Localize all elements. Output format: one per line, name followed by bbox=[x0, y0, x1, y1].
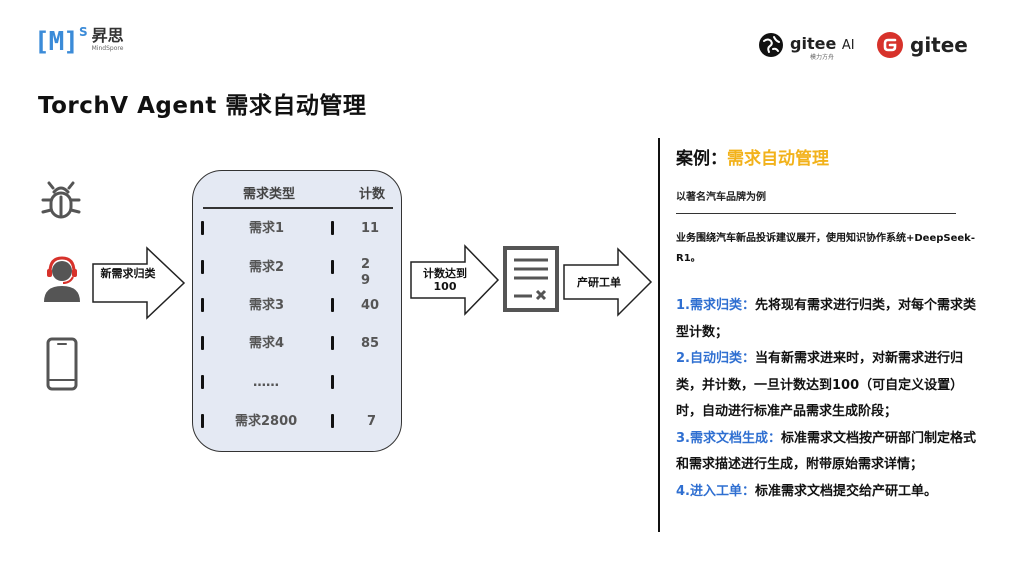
gitee-ai-logo: gitee AI 模力方舟 bbox=[758, 32, 855, 61]
row-type: 需求2 bbox=[249, 260, 285, 275]
row-count: 85 bbox=[361, 336, 380, 351]
gitee-word: gitee bbox=[910, 33, 968, 57]
case-title: 案例：需求自动管理 bbox=[676, 144, 829, 169]
gitee-ai-word: gitee AI bbox=[790, 34, 855, 54]
mindspore-cn-name: 昇思 bbox=[91, 26, 124, 45]
mobile-phone-icon bbox=[46, 337, 78, 391]
arrow-ticket bbox=[563, 247, 653, 317]
row-type: 需求3 bbox=[249, 298, 285, 313]
step-item: 4.进入工单：标准需求文档提交给产研工单。 bbox=[676, 479, 976, 506]
row-count: 7 bbox=[367, 414, 377, 429]
arrow-threshold-label: 计数达到100 bbox=[423, 267, 467, 293]
step-key: 1.需求归类： bbox=[676, 298, 755, 313]
gitee-logo: gitee bbox=[876, 31, 968, 59]
row-count: 40 bbox=[361, 298, 380, 313]
table-header-divider bbox=[203, 207, 393, 209]
gitee-ai-subtitle: 模力方舟 bbox=[810, 54, 835, 61]
arrow-threshold bbox=[410, 244, 500, 316]
case-divider bbox=[676, 213, 956, 214]
row-type: 需求4 bbox=[249, 336, 285, 351]
step-text: 标准需求文档提交给产研工单。 bbox=[754, 483, 937, 499]
bug-icon bbox=[41, 181, 81, 219]
mindspore-logo: [M] S 昇思 MindSpore bbox=[34, 25, 124, 57]
case-intro: 业务围绕汽车新品投诉建议展开，使用知识协作系统+DeepSeek-R1。 bbox=[676, 233, 975, 264]
mindspore-sup: S bbox=[78, 25, 88, 39]
page-title: TorchV Agent 需求自动管理 bbox=[38, 93, 367, 119]
mindspore-en-name: MindSpore bbox=[91, 45, 124, 52]
gitee-ai-globe-icon bbox=[759, 33, 783, 57]
panel-divider bbox=[658, 138, 660, 532]
step-item: 3.需求文档生成：标准需求文档按产研部门制定格式和需求描述进行生成，附带原始需求… bbox=[676, 426, 976, 479]
gitee-g-icon bbox=[877, 32, 903, 58]
step-item: 1.需求归类：先将现有需求进行归类，对每个需求类型计数； bbox=[676, 293, 976, 346]
step-text: 先将现有需求进行归类，对每个需求类型计数； bbox=[676, 298, 976, 340]
case-label: 案例： bbox=[676, 149, 727, 169]
arrow-ticket-label: 产研工单 bbox=[577, 276, 621, 289]
arrow-classify-label: 新需求归类 bbox=[100, 267, 156, 280]
step-key: 3.需求文档生成： bbox=[676, 430, 781, 446]
step-item: 2.自动归类：当有新需求进来时，对新需求进行归类，并计数，一旦计数达到100（可… bbox=[676, 346, 976, 426]
row-type: …… bbox=[253, 375, 279, 390]
column-header-count: 计数 bbox=[359, 187, 386, 202]
step-text: 当有新需求进来时，对新需求进行归类，并计数，一旦计数达到100（可自定义设置）时… bbox=[676, 351, 964, 419]
row-type: 需求1 bbox=[249, 221, 285, 236]
step-key: 2.自动归类： bbox=[676, 351, 755, 366]
row-count: 29 bbox=[361, 257, 371, 288]
requirement-table: 需求类型 计数 需求1 11 需求2 29 需求3 40 需求4 85 …… 需… bbox=[192, 170, 402, 452]
step-list: 1.需求归类：先将现有需求进行归类，对每个需求类型计数； 2.自动归类：当有新需… bbox=[676, 293, 976, 505]
requirement-document-icon bbox=[503, 246, 559, 312]
case-subtitle: 以著名汽车品牌为例 bbox=[676, 192, 766, 203]
row-type: 需求2800 bbox=[235, 414, 298, 429]
arrow-classify bbox=[92, 246, 186, 320]
step-text: 标准需求文档按产研部门制定格式和需求描述进行生成，附带原始需求详情； bbox=[676, 430, 976, 473]
column-header-type: 需求类型 bbox=[243, 187, 296, 202]
mindspore-mark: [M] bbox=[34, 27, 79, 57]
case-highlight: 需求自动管理 bbox=[727, 149, 829, 169]
step-key: 4.进入工单： bbox=[676, 483, 755, 499]
customer-service-icon bbox=[44, 256, 80, 302]
row-count: 11 bbox=[361, 221, 380, 236]
